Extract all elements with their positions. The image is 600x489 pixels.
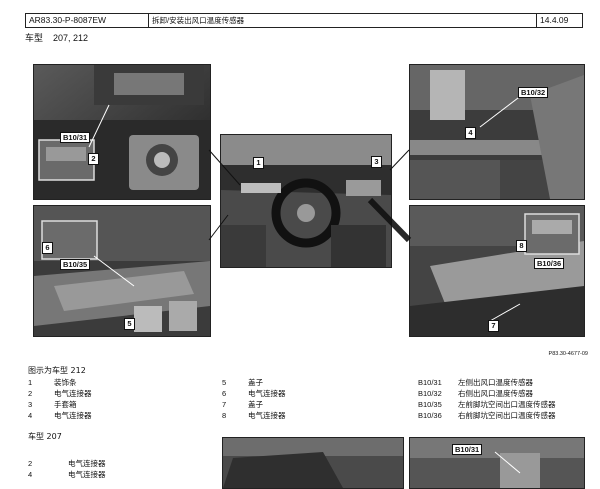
legend-key: 6 <box>222 389 227 398</box>
photo-right-footwell-sensor: 8 B10/36 7 <box>409 205 585 337</box>
legend-key: B10/31 <box>418 378 442 387</box>
doc-id: AR83.30-P-8087EW <box>26 14 149 27</box>
legend-item: B10/36 右前脚坑空间出口温度传感器 <box>418 410 556 421</box>
legend-key: 7 <box>222 400 227 409</box>
legend-text: 右侧出风口温度传感器 <box>458 389 533 398</box>
legend-column-3: B10/31 左侧出风口温度传感器 B10/32 右侧出风口温度传感器 B10/35… <box>418 377 556 421</box>
photo-207-left <box>222 437 404 489</box>
legend-key: B10/35 <box>418 400 442 409</box>
legend-section-212: 图示为车型 212 <box>28 366 86 375</box>
legend-text: 电气连接器 <box>54 411 92 420</box>
legend-key: 4 <box>28 470 33 479</box>
legend-item: 2 电气连接器 <box>28 458 106 469</box>
callout-b10-36: B10/36 <box>534 258 565 269</box>
legend-item: B10/35 左前脚坑空间出口温度传感器 <box>418 399 556 410</box>
legend-text: 电气连接器 <box>54 389 92 398</box>
legend-key: 2 <box>28 459 33 468</box>
legend-item: 4 电气连接器 <box>28 469 106 480</box>
callout-7: 7 <box>488 320 499 332</box>
legend-item: B10/32 右侧出风口温度传感器 <box>418 388 556 399</box>
legend-item: 3 手套箱 <box>28 399 92 410</box>
callout-8: 8 <box>516 240 527 252</box>
legend-item: 6 电气连接器 <box>222 388 286 399</box>
photo-cockpit-overview: 1 3 <box>220 134 392 268</box>
legend-text: 电气连接器 <box>248 389 286 398</box>
legend-text: 右前脚坑空间出口温度传感器 <box>458 411 556 420</box>
model-label: 车型 <box>25 33 44 43</box>
callout-b10-35: B10/35 <box>60 259 91 270</box>
legend-text: 左前脚坑空间出口温度传感器 <box>458 400 556 409</box>
legend-item: 1 装饰条 <box>28 377 92 388</box>
legend-key: B10/32 <box>418 389 442 398</box>
legend-text: 电气连接器 <box>248 411 286 420</box>
legend-key: 5 <box>222 378 227 387</box>
callout-b10-31: B10/31 <box>60 132 91 143</box>
legend-column-1: 1 装饰条 2 电气连接器 3 手套箱 4 电气连接器 <box>28 377 92 421</box>
legend-key: 3 <box>28 400 33 409</box>
photo-right-vent-sensor: B10/32 4 <box>409 64 585 200</box>
legend-column-2: 5 盖子 6 电气连接器 7 盖子 8 电气连接器 <box>222 377 286 421</box>
callout-2: 2 <box>88 153 99 165</box>
legend-text: 盖子 <box>248 400 263 409</box>
callout-6: 6 <box>42 242 53 254</box>
callout-3: 3 <box>371 156 382 168</box>
legend-text: 电气连接器 <box>68 459 106 468</box>
legend-text: 装饰条 <box>54 378 77 387</box>
photo-207-right: B10/31 <box>409 437 585 489</box>
model-value: 207, 212 <box>53 33 89 43</box>
callout-b10-32: B10/32 <box>518 87 549 98</box>
legend-text: 电气连接器 <box>68 470 106 479</box>
doc-title: 拆卸/安装出风口温度传感器 <box>149 14 537 27</box>
legend-item: 2 电气连接器 <box>28 388 92 399</box>
legend-section-207: 车型 207 <box>28 432 62 441</box>
legend-key: B10/36 <box>418 411 442 420</box>
legend-key: 1 <box>28 378 33 387</box>
doc-date: 14.4.09 <box>540 15 569 25</box>
legend-column-207: 2 电气连接器 4 电气连接器 <box>28 458 106 480</box>
photo-left-vent-sensor: B10/31 2 <box>33 64 211 200</box>
callout-5: 5 <box>124 318 135 330</box>
legend-item: 8 电气连接器 <box>222 410 286 421</box>
legend-item: B10/31 左侧出风口温度传感器 <box>418 377 556 388</box>
legend-text: 手套箱 <box>54 400 77 409</box>
legend-item: 5 盖子 <box>222 377 286 388</box>
legend-key: 8 <box>222 411 227 420</box>
model-line: 车型 207, 212 <box>25 31 98 44</box>
legend-text: 盖子 <box>248 378 263 387</box>
legend-key: 2 <box>28 389 33 398</box>
legend-item: 7 盖子 <box>222 399 286 410</box>
legend-key: 4 <box>28 411 33 420</box>
callout-4: 4 <box>465 127 476 139</box>
callout-b10-31-207: B10/31 <box>452 444 483 455</box>
legend-item: 4 电气连接器 <box>28 410 92 421</box>
callout-1: 1 <box>253 157 264 169</box>
figure-reference: P83.30-4677-09 <box>548 351 588 357</box>
document-header: AR83.30-P-8087EW 拆卸/安装出风口温度传感器 14.4.09 <box>25 13 583 28</box>
legend-text: 左侧出风口温度传感器 <box>458 378 533 387</box>
photo-left-footwell-sensor: 6 B10/35 5 <box>33 205 211 337</box>
